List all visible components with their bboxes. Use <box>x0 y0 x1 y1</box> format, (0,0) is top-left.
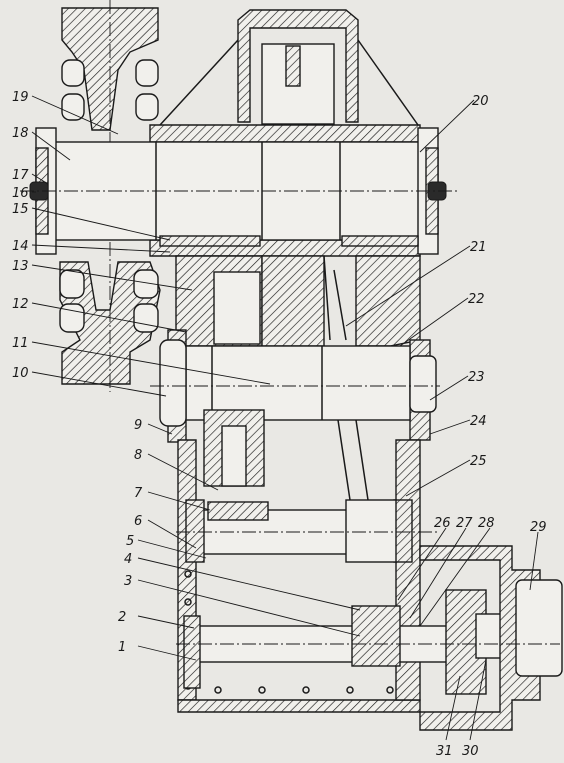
callout-11: 11 <box>12 336 29 351</box>
callout-22: 22 <box>468 292 485 307</box>
callout-27: 27 <box>456 516 473 531</box>
intermediate-shaft <box>150 329 440 501</box>
callout-26: 26 <box>434 516 451 531</box>
callout-labels: 1 2 3 4 5 6 7 8 9 10 11 12 13 14 15 16 1… <box>12 90 547 759</box>
flywheel-pulley <box>59 0 161 392</box>
callout-8: 8 <box>134 448 142 463</box>
middle-gears <box>175 255 421 347</box>
callout-20: 20 <box>472 94 489 109</box>
callout-2: 2 <box>118 610 126 625</box>
callout-7: 7 <box>134 486 143 501</box>
callout-6: 6 <box>134 514 142 529</box>
callout-15: 15 <box>12 202 29 217</box>
callout-16: 16 <box>12 186 29 201</box>
callout-12: 12 <box>12 297 29 312</box>
upper-shaft <box>20 127 460 255</box>
callout-29: 29 <box>530 520 547 535</box>
output-shaft <box>176 545 563 731</box>
countershaft <box>176 499 440 563</box>
callout-17: 17 <box>12 168 29 183</box>
callout-9: 9 <box>134 418 142 433</box>
callout-14: 14 <box>12 239 29 254</box>
callout-31: 31 <box>436 744 453 759</box>
callout-30: 30 <box>462 744 479 759</box>
leader-lines <box>31 95 539 741</box>
callout-18: 18 <box>12 126 29 141</box>
callout-3: 3 <box>124 574 132 589</box>
callout-19: 19 <box>12 90 29 105</box>
callout-5: 5 <box>126 534 134 549</box>
callout-21: 21 <box>470 240 487 255</box>
callout-10: 10 <box>12 366 29 381</box>
callout-28: 28 <box>478 516 495 531</box>
callout-24: 24 <box>470 414 487 429</box>
callout-13: 13 <box>12 259 29 274</box>
callout-4: 4 <box>124 552 132 567</box>
callout-25: 25 <box>470 454 487 469</box>
callout-1: 1 <box>118 640 126 655</box>
callout-23: 23 <box>468 370 485 385</box>
